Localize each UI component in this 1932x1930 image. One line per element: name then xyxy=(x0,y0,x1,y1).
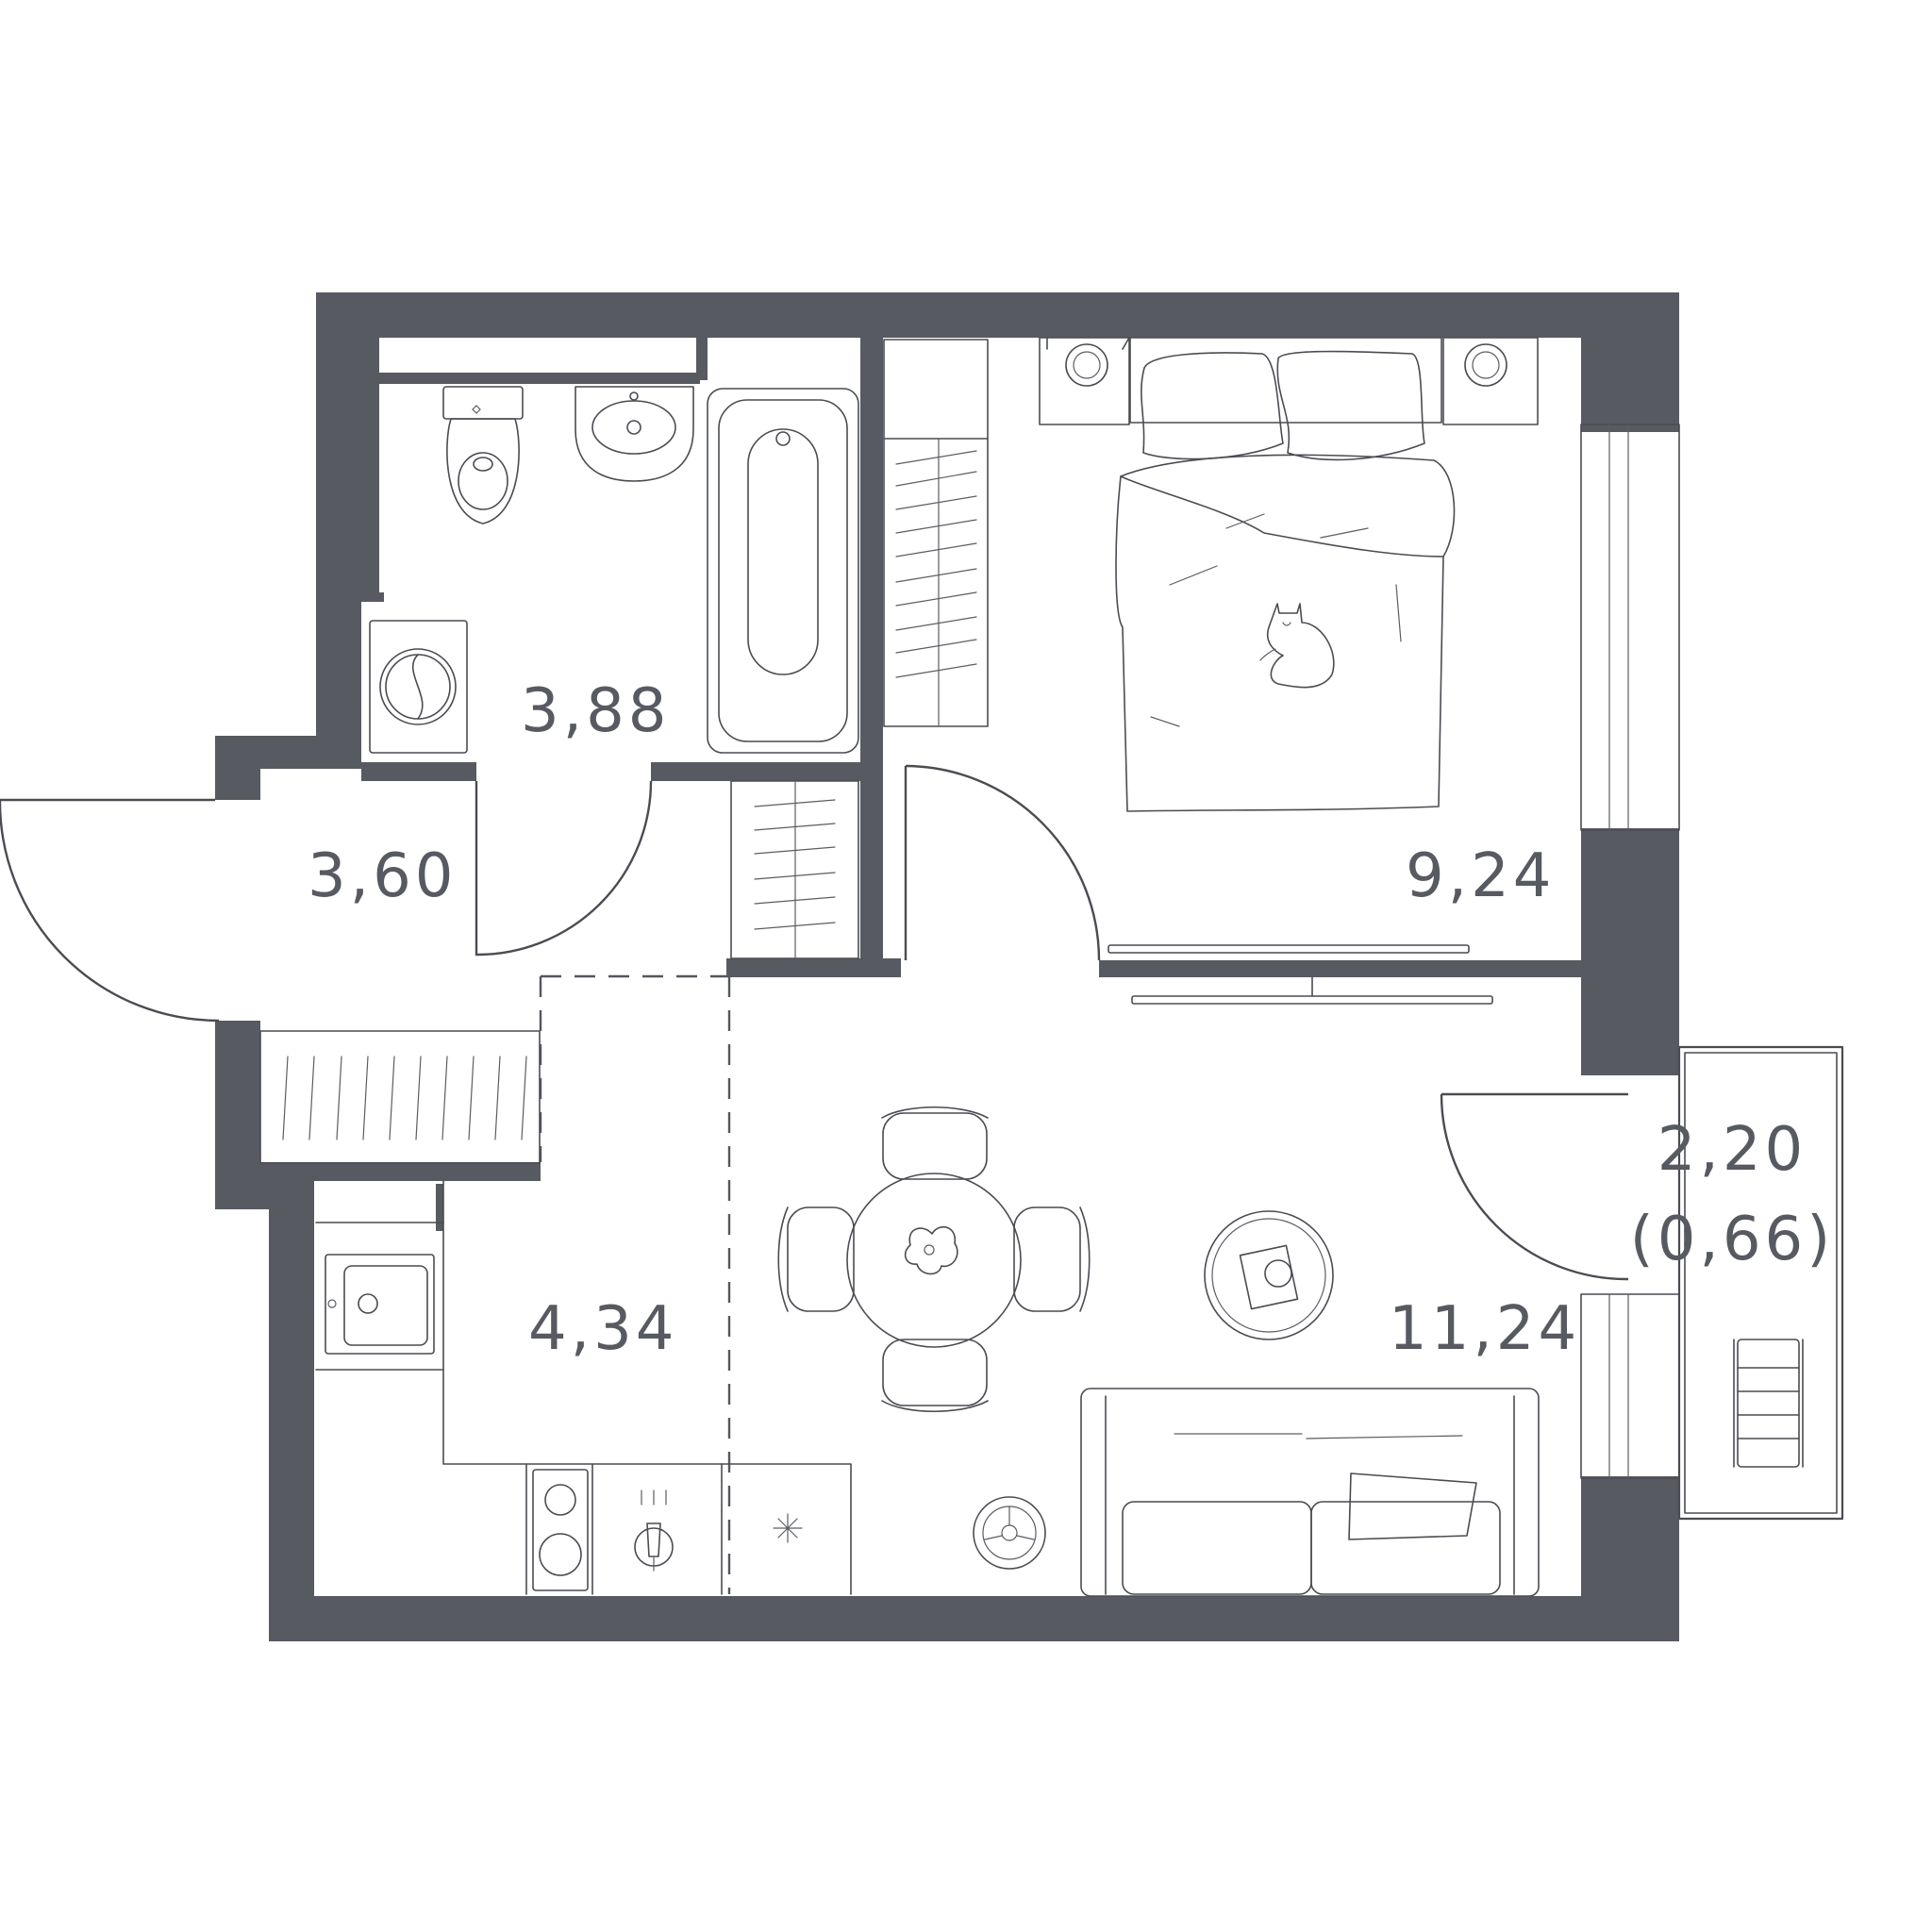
lamp-icon xyxy=(1065,343,1507,387)
wardrobe-icon xyxy=(883,339,989,727)
balcony xyxy=(1677,1045,1844,1521)
bathtub-icon xyxy=(707,388,859,754)
kitchen-sink-icon xyxy=(634,1489,674,1572)
living-area: 11,24 xyxy=(1389,1294,1580,1364)
lamp-icon xyxy=(773,1513,803,1543)
stove-icon xyxy=(532,1469,589,1591)
kitchen-sink-icon xyxy=(325,1254,435,1355)
dining-table-icon xyxy=(777,1106,1091,1412)
plant-icon xyxy=(904,1225,958,1275)
doors xyxy=(0,764,1629,1281)
zone-dividers xyxy=(539,974,731,1594)
kitchen-area: 4,34 xyxy=(528,1294,678,1364)
cat-icon xyxy=(1259,603,1335,689)
coffee-table-icon xyxy=(1204,1210,1334,1340)
toilet-icon xyxy=(442,386,524,524)
hallway-area: 3,60 xyxy=(308,841,458,911)
sofa-icon xyxy=(1080,1388,1540,1597)
windows xyxy=(644,294,1680,1479)
washing-machine-icon xyxy=(369,620,468,754)
sink-icon xyxy=(575,386,694,482)
tv-icon xyxy=(1108,944,1493,1005)
wardrobe-icon xyxy=(730,780,859,959)
bathroom-area: 3,88 xyxy=(521,676,671,746)
bed-icon xyxy=(1039,337,1539,812)
walls xyxy=(215,292,1679,1641)
wardrobe-icon xyxy=(259,1030,541,1164)
bedroom-area: 9,24 xyxy=(1406,841,1556,911)
balcony-area: 2,20 xyxy=(1657,1115,1807,1185)
area-labels: 3,88 3,60 9,24 4,34 11,24 2,20 (0,66) xyxy=(308,676,1834,1364)
balcony-area-reduced: (0,66) xyxy=(1630,1205,1834,1274)
kitchen-fixtures xyxy=(315,1180,852,1595)
deck-chair-icon xyxy=(1733,1339,1804,1468)
lamp-icon xyxy=(973,1496,1046,1570)
